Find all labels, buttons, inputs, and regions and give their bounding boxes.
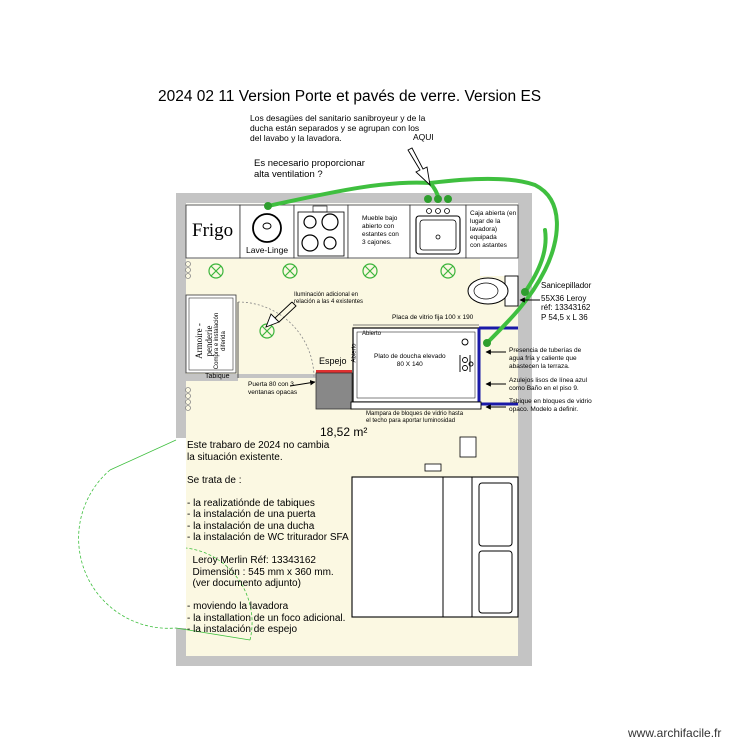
note-line: Se trata de :: [187, 474, 242, 486]
note-line: - la instalación de WC triturador SFA: [187, 532, 349, 543]
wardrobe-line: Compra e instalación: [214, 312, 220, 370]
tiles-line: como Baño en el piso 9.: [509, 385, 579, 392]
door-line: ventanas opacas: [248, 389, 298, 396]
door-note: Puerta 80 con 3 ventanas opacas: [248, 381, 297, 397]
wall-right-recess: [480, 258, 518, 276]
open-box-line: lugar de la: [470, 218, 501, 225]
ventilation-line: Es necesario proporcionar: [254, 158, 365, 169]
area-label: 18,52 m²: [320, 425, 368, 439]
abierto-side-label: Abierto: [351, 343, 358, 363]
page-title: 2024 02 11 Version Porte et pavés de ver…: [158, 88, 542, 105]
open-box-line: lavadora): [470, 226, 498, 233]
cabinet-line: Mueble bajo: [362, 215, 398, 222]
note-line: - la instalación de espejo: [187, 624, 298, 635]
lave-linge-label: Lave-Linge: [246, 245, 289, 255]
tiles-note: Azulejos lisos de línea azul como Baño e…: [509, 377, 587, 393]
aqui-label: AQUI: [413, 132, 434, 142]
cabinet-line: 3 cajones.: [362, 239, 392, 246]
note-line: Leroy Merlin Réf: 13343162: [187, 555, 316, 566]
wc-bowl: [467, 277, 509, 305]
cabinet-line: estantes con: [362, 231, 399, 238]
pipes-line: agua fría y caliente que: [509, 355, 577, 362]
ventilation-line: alta ventilation ?: [254, 169, 323, 180]
partition-line: opaco. Modelo a definir.: [509, 406, 579, 413]
drains-note-line: ducha están separados y se agrupan con l…: [250, 123, 420, 133]
wall-top: [176, 193, 532, 203]
lighting-line: relación a las 4 existentes: [294, 299, 364, 305]
open-box-line: con astantes: [470, 242, 507, 249]
light-fixtures: [208, 263, 456, 339]
open-box-label: Caja abierta (en lugar de la lavadora) e…: [470, 210, 516, 250]
cabinet-line: abierto con: [362, 223, 395, 230]
shower-tray-label: Plato de doucha elevado 80 X 140: [374, 353, 446, 368]
note-line: - moviendo la lavadora: [187, 601, 289, 612]
sanitary-line: Sanicepillador: [541, 281, 592, 290]
cabinet-label: Mueble bajo abierto con estantes con 3 c…: [362, 215, 399, 247]
wall-left-upper: [176, 193, 186, 438]
wardrobe: [185, 294, 237, 374]
sanitary-line: 55X36 Leroy: [541, 293, 587, 303]
shower-tray-line: 80 X 140: [396, 360, 423, 368]
shower-tray: [352, 327, 480, 403]
note-line: - la instalación de una puerta: [187, 509, 316, 520]
watermark[interactable]: www.archifacile.fr: [628, 726, 722, 740]
pipes-line: Presencia de tuberías de: [509, 347, 582, 354]
sanitary-line: P 54,5 x L 36: [541, 312, 588, 322]
note-line: [187, 463, 349, 475]
lighting-note: Iluminación adicional en relación a las …: [294, 292, 363, 306]
open-box-unit: [465, 204, 519, 259]
note-line: [187, 544, 349, 556]
partition-line: Tabique en bloques de vidrio: [509, 398, 592, 405]
door-swing: [237, 301, 315, 379]
note-line: - la realizatiónde de tabiques: [187, 497, 315, 509]
note-line: (ver documento adjunto): [187, 578, 301, 589]
bed: [351, 476, 519, 618]
note-line: [187, 590, 349, 602]
wardrobe-line: diferida: [221, 331, 227, 351]
pipes-note: Presencia de tuberías de agua fría y cal…: [509, 347, 581, 371]
note-line: - la installation de un foco adicional.: [187, 612, 346, 624]
lighting-line: Iluminación adicional en: [294, 292, 359, 298]
glass-plate-label: Placa de vitrio fija 100 x 190: [392, 314, 474, 321]
drain-pipes: [266, 176, 559, 345]
open-box-line: Caja abierta (en: [470, 210, 517, 217]
wardrobe-label: Armoire - penderie Compra e instalación …: [194, 307, 228, 375]
wall-left-lower: [176, 628, 186, 666]
drains-note-line: Los desagües del sanitario sanibroyeur y…: [250, 113, 426, 123]
tabique-wall: [186, 374, 238, 381]
frigo-label: Frigo: [192, 220, 234, 241]
espejo-label: Espejo: [319, 356, 347, 366]
work-notes: Este trabaro de 2024 no cambia la situac…: [187, 440, 349, 636]
abierto-top-label: Abierto: [362, 331, 382, 337]
partition-note: Tabique en bloques de vidrio opaco. Mode…: [509, 398, 592, 414]
drains-note-line: del lavabo y la lavadora.: [250, 133, 342, 143]
glass-wall-line: Mampara de bloques de vidrio hasta: [366, 411, 464, 417]
mirror: [316, 370, 352, 373]
ventilation-note: Es necesario proporcionar alta ventilati…: [254, 158, 365, 180]
wall-right: [518, 193, 532, 666]
tabique-label: Tabique: [205, 373, 230, 380]
sanitary-line: réf: 13343162: [541, 303, 591, 312]
note-line: - la instalación de una ducha: [187, 520, 315, 532]
tiles-line: Azulejos lisos de línea azul: [509, 377, 588, 384]
shower-tray-line: Plato de doucha elevado: [374, 353, 446, 360]
note-line: Este trabaro de 2024 no cambia: [187, 440, 330, 451]
drains-note: Los desagües del sanitario sanibroyeur y…: [250, 113, 425, 143]
hob-unit: [293, 204, 349, 259]
glass-wall-note: Mampara de bloques de vidrio hasta el te…: [366, 411, 463, 425]
wardrobe-line: Armoire - penderie: [194, 323, 214, 359]
open-box-line: equipada: [470, 234, 497, 241]
pipes-line: abastecen la terraza.: [509, 363, 570, 370]
glass-block-wall: [350, 401, 482, 410]
glass-wall-line: el techo para aportar luminosidad: [366, 418, 456, 424]
note-line: la situación existente.: [187, 451, 283, 463]
note-line: [187, 486, 349, 498]
frigo-unit: [185, 204, 241, 259]
wall-bottom: [176, 656, 532, 666]
door-line: Puerta 80 con 3: [248, 381, 294, 388]
wall-block: [315, 372, 353, 410]
sanitary-note: Sanicepillador 55X36 Leroy réf: 13343162…: [541, 281, 591, 322]
note-line: Dimensión : 545 mm x 360 mm.: [187, 566, 334, 578]
